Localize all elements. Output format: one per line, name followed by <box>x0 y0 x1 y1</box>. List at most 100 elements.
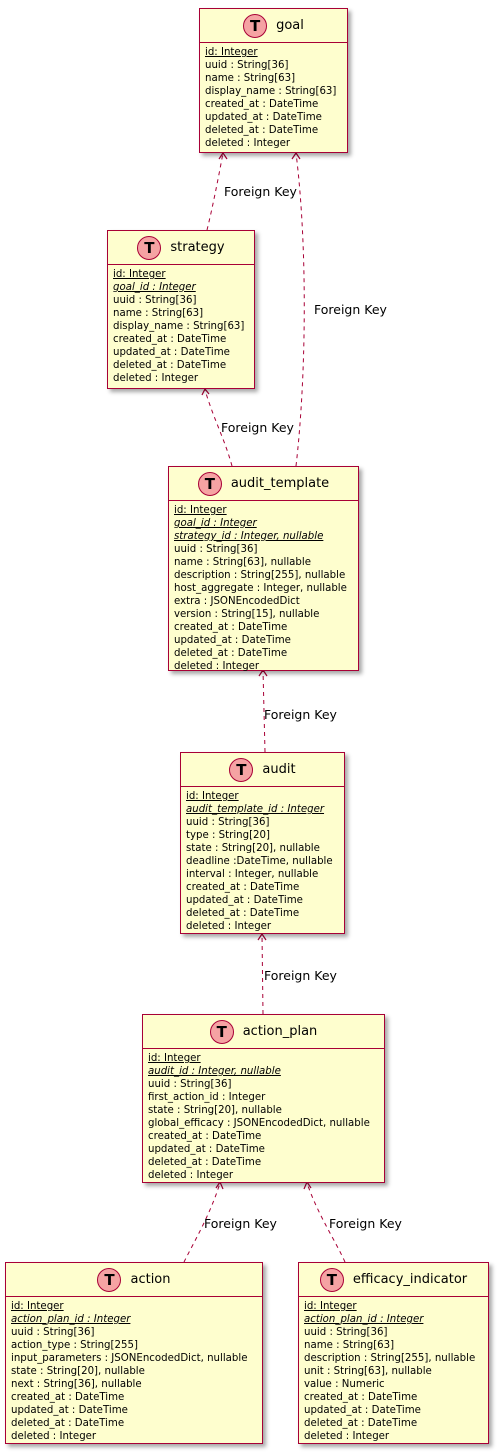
primary-key-field: id: Integer <box>11 1301 64 1312</box>
entity-header: T audit_template <box>169 467 358 501</box>
table-icon: T <box>137 235 162 260</box>
field: uuid : String[36] <box>113 295 197 306</box>
field: uuid : String[36] <box>11 1327 95 1338</box>
field: type : String[20] <box>186 830 270 841</box>
foreign-key-field: action_plan_id : Integer <box>304 1314 424 1325</box>
table-icon: T <box>243 13 268 38</box>
entity-header: T efficacy_indicator <box>299 1263 488 1297</box>
edge-strategy-goal <box>206 152 224 231</box>
arrowhead-strategy <box>201 387 210 396</box>
field: deleted : Integer <box>174 661 260 672</box>
relation-label: Foreign Key <box>221 420 294 435</box>
field: deleted : Integer <box>11 1431 97 1442</box>
field: extra : JSONEncodedDict <box>174 596 300 607</box>
entity-action[interactable]: T action id: Integer action_plan_id : Int… <box>5 1262 263 1444</box>
field: deleted : Integer <box>113 373 199 384</box>
table-icon: T <box>319 1267 344 1292</box>
field: version : String[15], nullable <box>174 609 320 620</box>
entity-header: T strategy <box>108 231 254 265</box>
edge-audit_template-goal <box>295 152 305 467</box>
table-icon: T <box>209 1019 234 1044</box>
arrowhead-action_plan-left <box>215 1180 224 1190</box>
field: next : String[36], nullable <box>11 1379 142 1390</box>
entity-header: T audit <box>181 753 344 787</box>
field: deleted_at : DateTime <box>186 908 300 919</box>
field: created_at : DateTime <box>148 1131 262 1142</box>
field: updated_at : DateTime <box>11 1405 128 1416</box>
primary-key-field: id: Integer <box>174 505 227 516</box>
arrowhead-audit <box>257 932 267 941</box>
foreign-key-field: audit_id : Integer, nullable <box>148 1066 281 1077</box>
field: deleted_at : DateTime <box>174 648 288 659</box>
entity-goal[interactable]: T goal id: Integer uuid : String[36] name … <box>199 8 348 153</box>
field: deleted_at : DateTime <box>304 1418 418 1429</box>
field: deleted_at : DateTime <box>113 360 227 371</box>
field: display_name : String[63] <box>113 321 245 332</box>
entity-title: audit_template <box>230 476 330 491</box>
primary-key-field: id: Integer <box>205 47 258 58</box>
foreign-key-field: strategy_id : Integer, nullable <box>174 531 324 542</box>
field: updated_at : DateTime <box>148 1144 265 1155</box>
field: created_at : DateTime <box>304 1392 418 1403</box>
field: name : String[63] <box>304 1340 395 1351</box>
field: deadline :DateTime, nullable <box>186 856 333 867</box>
arrowhead-goal-left <box>218 151 228 160</box>
field: created_at : DateTime <box>174 622 288 633</box>
entity-title: audit <box>262 762 296 777</box>
field-list: id: Integer uuid : String[36] name : Strin… <box>200 43 347 150</box>
primary-key-field: id: Integer <box>148 1053 201 1064</box>
field: description : String[255], nullable <box>174 570 346 581</box>
field: name : String[63] <box>113 308 204 319</box>
entity-title: efficacy_indicator <box>352 1272 468 1287</box>
table-icon: T <box>97 1267 122 1292</box>
entity-title: strategy <box>170 240 225 255</box>
relation-label: Foreign Key <box>224 184 297 199</box>
foreign-key-field: action_plan_id : Integer <box>11 1314 131 1325</box>
relation-label: Foreign Key <box>264 968 337 983</box>
field: state : String[20], nullable <box>11 1366 145 1377</box>
field: description : String[255], nullable <box>304 1353 476 1364</box>
field: uuid : String[36] <box>205 60 289 71</box>
field: updated_at : DateTime <box>304 1405 421 1416</box>
relation-label: Foreign Key <box>204 1216 277 1231</box>
entity-header: T action <box>6 1263 262 1297</box>
field: deleted_at : DateTime <box>148 1157 262 1168</box>
field: first_action_id : Integer <box>148 1092 266 1103</box>
field: deleted_at : DateTime <box>205 125 319 136</box>
field: display_name : String[63] <box>205 86 337 97</box>
field: deleted : Integer <box>148 1170 234 1181</box>
relation-label: Foreign Key <box>329 1216 402 1231</box>
field: name : String[63] <box>205 73 296 84</box>
field: created_at : DateTime <box>205 99 319 110</box>
entity-header: T goal <box>200 9 347 43</box>
field: uuid : String[36] <box>186 817 270 828</box>
relation-label: Foreign Key <box>264 707 337 722</box>
field: uuid : String[36] <box>304 1327 388 1338</box>
field: unit : String[63], nullable <box>304 1366 432 1377</box>
arrowhead-goal-right <box>291 151 301 160</box>
entity-title: goal <box>276 18 304 33</box>
table-icon: T <box>229 757 254 782</box>
field: interval : Integer, nullable <box>186 869 319 880</box>
entity-title: action_plan <box>242 1024 318 1039</box>
field: deleted : Integer <box>304 1431 390 1442</box>
field: deleted : Integer <box>186 921 272 932</box>
field: deleted : Integer <box>205 138 291 149</box>
entity-header: T action_plan <box>143 1015 384 1049</box>
entity-title: action <box>130 1272 171 1287</box>
entity-action_plan[interactable]: T action_plan id: Integer audit_id : Inte… <box>142 1014 385 1183</box>
arrowhead-action_plan-right <box>303 1180 312 1190</box>
field: state : String[20], nullable <box>186 843 320 854</box>
field: uuid : String[36] <box>174 544 258 555</box>
primary-key-field: id: Integer <box>186 791 239 802</box>
field: global_efficacy : JSONEncodedDict, nulla… <box>148 1118 370 1129</box>
